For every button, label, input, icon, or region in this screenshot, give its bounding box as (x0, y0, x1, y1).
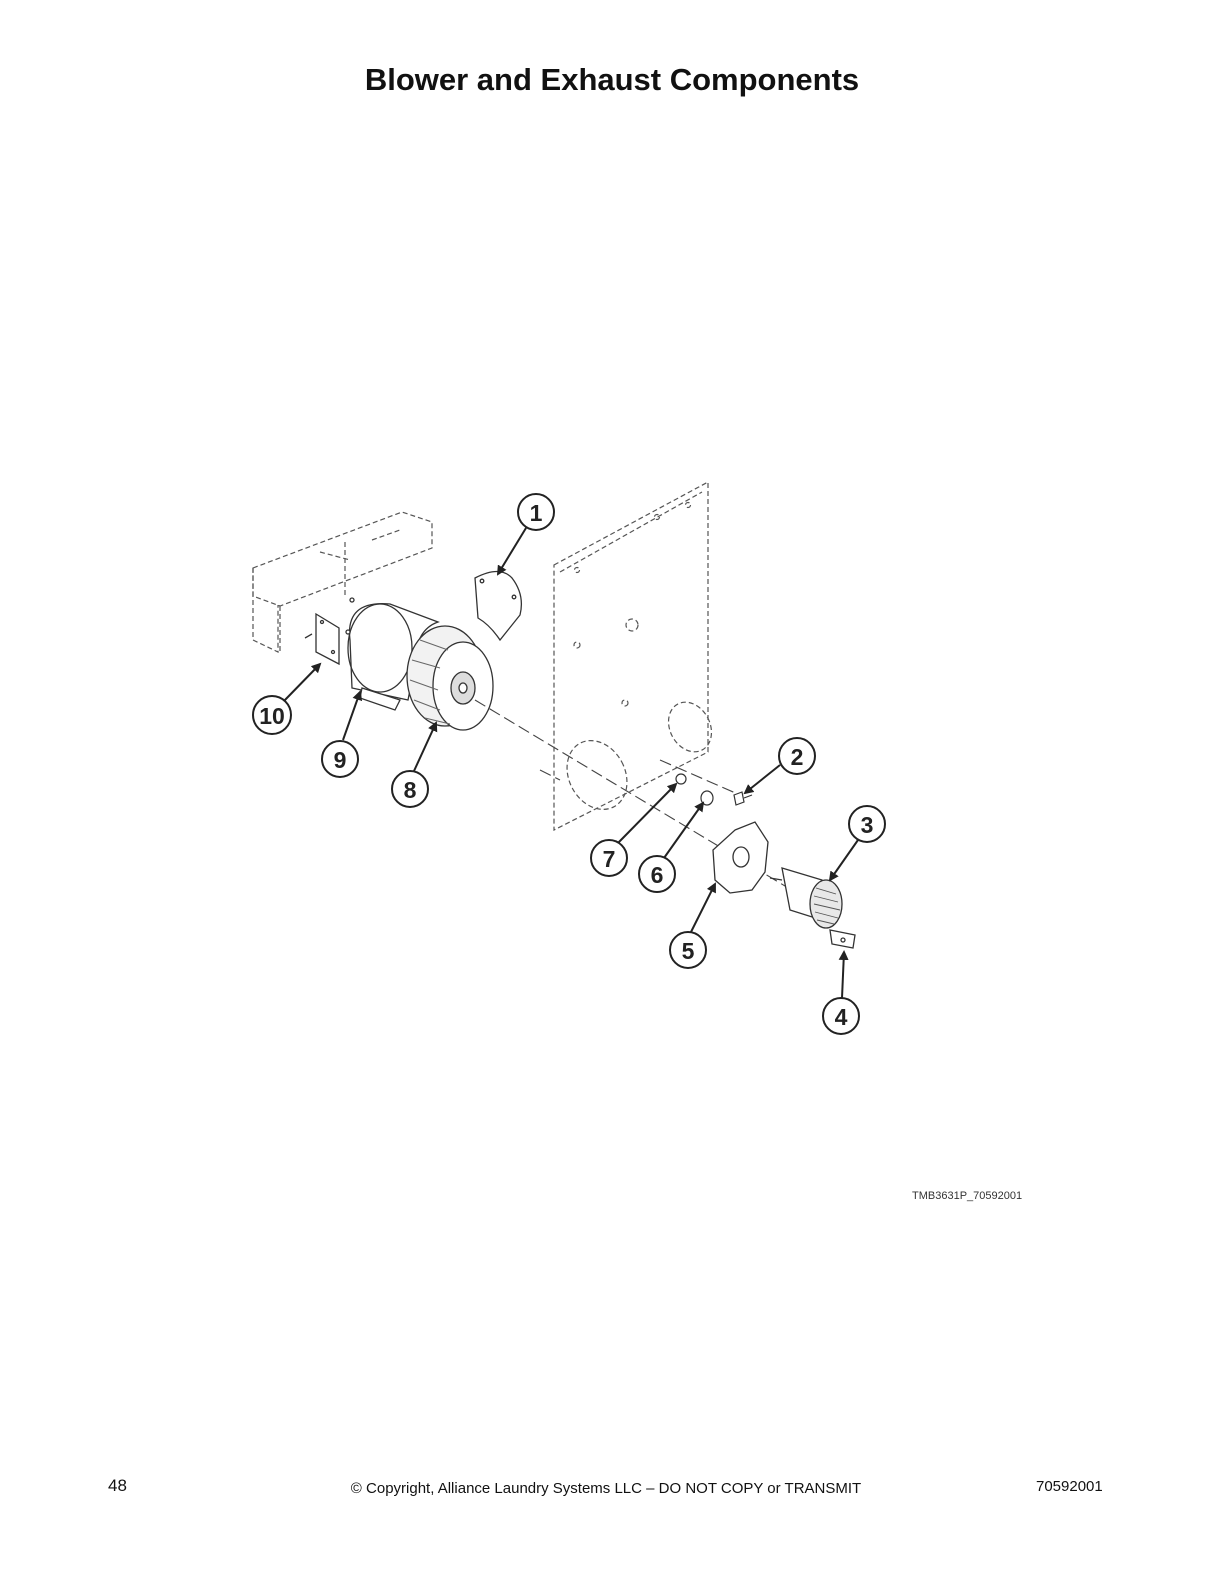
leader-5 (690, 882, 716, 933)
callout-circle-5 (669, 931, 707, 969)
callout-label-10: 10 (259, 703, 285, 729)
cabinet-panel (553, 480, 713, 831)
leader-4 (838, 950, 849, 999)
callout-label-1: 1 (530, 500, 543, 526)
page-title: Blower and Exhaust Components (364, 62, 860, 97)
callout-circle-8 (391, 770, 429, 808)
callout-label-5: 5 (682, 938, 695, 964)
footer-page-number: 48 (108, 1476, 127, 1495)
callout-circle-7 (590, 839, 628, 877)
callout-circle-4 (822, 997, 860, 1035)
callout-label-4: 4 (835, 1004, 848, 1030)
leader-9 (342, 690, 363, 741)
part-8-blower-wheel (406, 625, 494, 731)
leader-8 (413, 721, 438, 772)
callout-leaders (282, 527, 859, 999)
part-7-nut (675, 773, 687, 785)
part-3-motor (769, 867, 843, 929)
part-1-cover (474, 570, 523, 642)
leader-1 (496, 527, 527, 576)
callout-circle-2 (778, 737, 816, 775)
callout-label-2: 2 (791, 744, 804, 770)
callout-circles (252, 493, 886, 1035)
callout-label-7: 7 (603, 846, 616, 872)
callout-circle-6 (638, 855, 676, 893)
part-2-fastener (733, 791, 753, 806)
callout-label-8: 8 (404, 777, 417, 803)
figure-code: TMB3631P_70592001 (912, 1190, 1023, 1202)
leader-2 (743, 764, 781, 795)
callout-circle-1 (517, 493, 555, 531)
leader-6 (663, 801, 705, 859)
footer-doc-number: 70592001 (1036, 1478, 1103, 1495)
leader-7 (617, 782, 678, 844)
callout-label-3: 3 (861, 812, 874, 838)
part-5-motor-plate (712, 821, 769, 894)
leader-3 (828, 839, 859, 882)
callout-circle-10 (252, 695, 292, 735)
callout-labels: 1 2 3 4 5 6 7 8 9 10 (259, 500, 873, 1030)
footer-copyright: © Copyright, Alliance Laundry Systems LL… (350, 1480, 862, 1497)
callout-label-6: 6 (651, 862, 664, 888)
leader-10 (282, 662, 322, 703)
part-4-bracket (829, 929, 856, 949)
exhaust-duct (252, 511, 433, 653)
part-10-gasket (304, 612, 340, 666)
callout-circle-9 (321, 740, 359, 778)
callout-label-9: 9 (334, 747, 347, 773)
callout-circle-3 (848, 805, 886, 843)
